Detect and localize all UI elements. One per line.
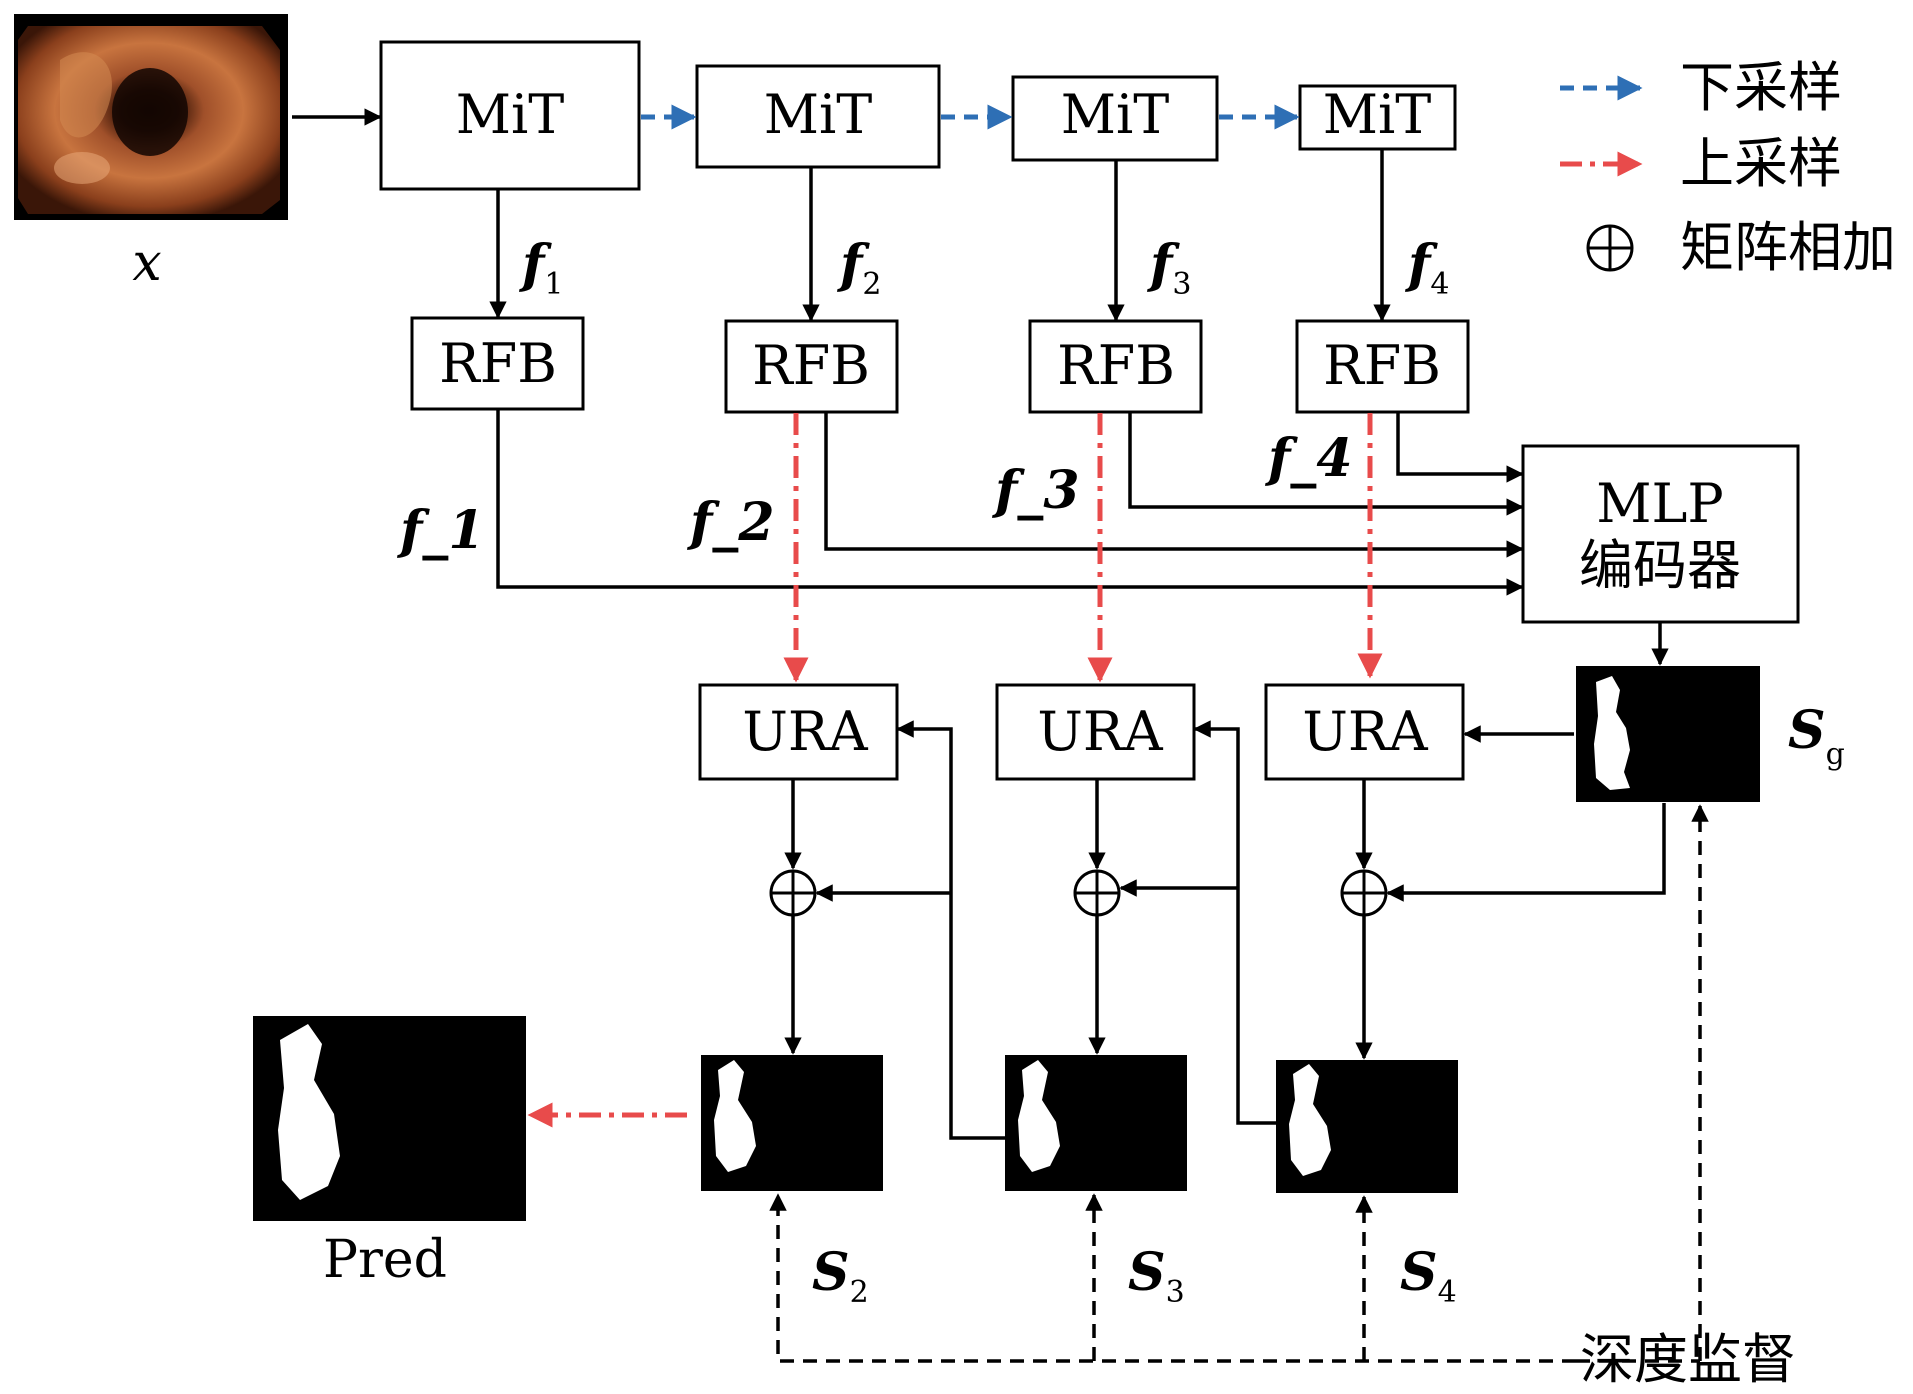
deep-supervision-line — [769, 1193, 1576, 1363]
global-map-label: Sg — [1788, 700, 1845, 772]
legend-add-label: 矩阵相加 — [1680, 216, 1896, 279]
matrix-add-icon — [1073, 869, 1121, 917]
input-label: x — [132, 233, 161, 293]
mit-label: MiT — [1061, 83, 1170, 146]
mlp-sublabel: 编码器 — [1579, 534, 1741, 597]
feature-label-2: f2 — [836, 234, 881, 302]
mit-block-3: MiT — [1011, 75, 1219, 162]
matrix-add-icon — [1340, 869, 1388, 917]
side-map-label-4: S4 — [1400, 1242, 1457, 1310]
rfb-block-2: RFB — [724, 319, 899, 414]
rfb-to-mlp-4 — [1396, 413, 1524, 483]
ura-block-3: URA — [1264, 683, 1465, 781]
ura-block-2: URA — [995, 683, 1196, 781]
mit-label: MiT — [1323, 83, 1432, 146]
side-map-label-2: S2 — [812, 1242, 869, 1310]
side-map-label-3: S3 — [1128, 1242, 1185, 1310]
deep-supervision-label: 深度监督 — [1580, 1328, 1796, 1391]
rfb-output-label-3: f_3 — [991, 460, 1080, 521]
rfb-label: RFB — [1057, 334, 1175, 397]
feature-label-4: f4 — [1404, 234, 1449, 302]
side-map-3 — [1005, 1055, 1187, 1191]
rfb-label: RFB — [752, 334, 870, 397]
pred-map — [253, 1016, 526, 1221]
mlp-label: MLP — [1596, 472, 1724, 535]
feature-label-3: f3 — [1146, 234, 1191, 302]
mlp-encoder: MLP 编码器 — [1521, 444, 1800, 624]
mit-label: MiT — [764, 83, 873, 146]
rfb-block-3: RFB — [1028, 319, 1203, 414]
rfb-to-mlp-3 — [1128, 413, 1524, 516]
input-image — [14, 14, 288, 220]
rfb-label: RFB — [439, 332, 557, 395]
global-to-add-arrow — [1386, 803, 1666, 902]
mit-label: MiT — [456, 83, 565, 146]
map4-feedback — [1193, 720, 1276, 1125]
legend: 下采样 上采样 矩阵相加 — [1560, 56, 1896, 279]
rfb-output-label-1: f_1 — [396, 500, 485, 561]
side-map-2 — [701, 1055, 883, 1191]
ura-label: URA — [1302, 700, 1428, 763]
mit-block-4: MiT — [1298, 83, 1457, 151]
map3-feedback — [896, 720, 1005, 1140]
rfb-to-mlp-2 — [824, 413, 1524, 558]
global-map — [1576, 666, 1760, 802]
ura-label: URA — [1037, 700, 1163, 763]
ura-label: URA — [742, 700, 868, 763]
mit-block-2: MiT — [695, 64, 941, 169]
rfb-output-label-4: f_4 — [1264, 428, 1353, 489]
legend-add-icon — [1586, 224, 1634, 272]
legend-upsample-label: 上采样 — [1680, 132, 1842, 195]
rfb-output-label-2: f_2 — [686, 492, 775, 553]
feature-label-1: f1 — [518, 234, 563, 302]
rfb-block-4: RFB — [1295, 319, 1470, 414]
pred-label: Pred — [323, 1230, 447, 1290]
rfb-label: RFB — [1323, 334, 1441, 397]
rfb-to-mlp-1 — [496, 410, 1524, 596]
side-map-4 — [1276, 1060, 1458, 1193]
mit-block-1: MiT — [379, 40, 641, 191]
legend-downsample-label: 下采样 — [1680, 56, 1842, 119]
ura-block-1: URA — [698, 683, 899, 781]
matrix-add-icon — [769, 869, 817, 917]
rfb-block-1: RFB — [410, 316, 585, 411]
